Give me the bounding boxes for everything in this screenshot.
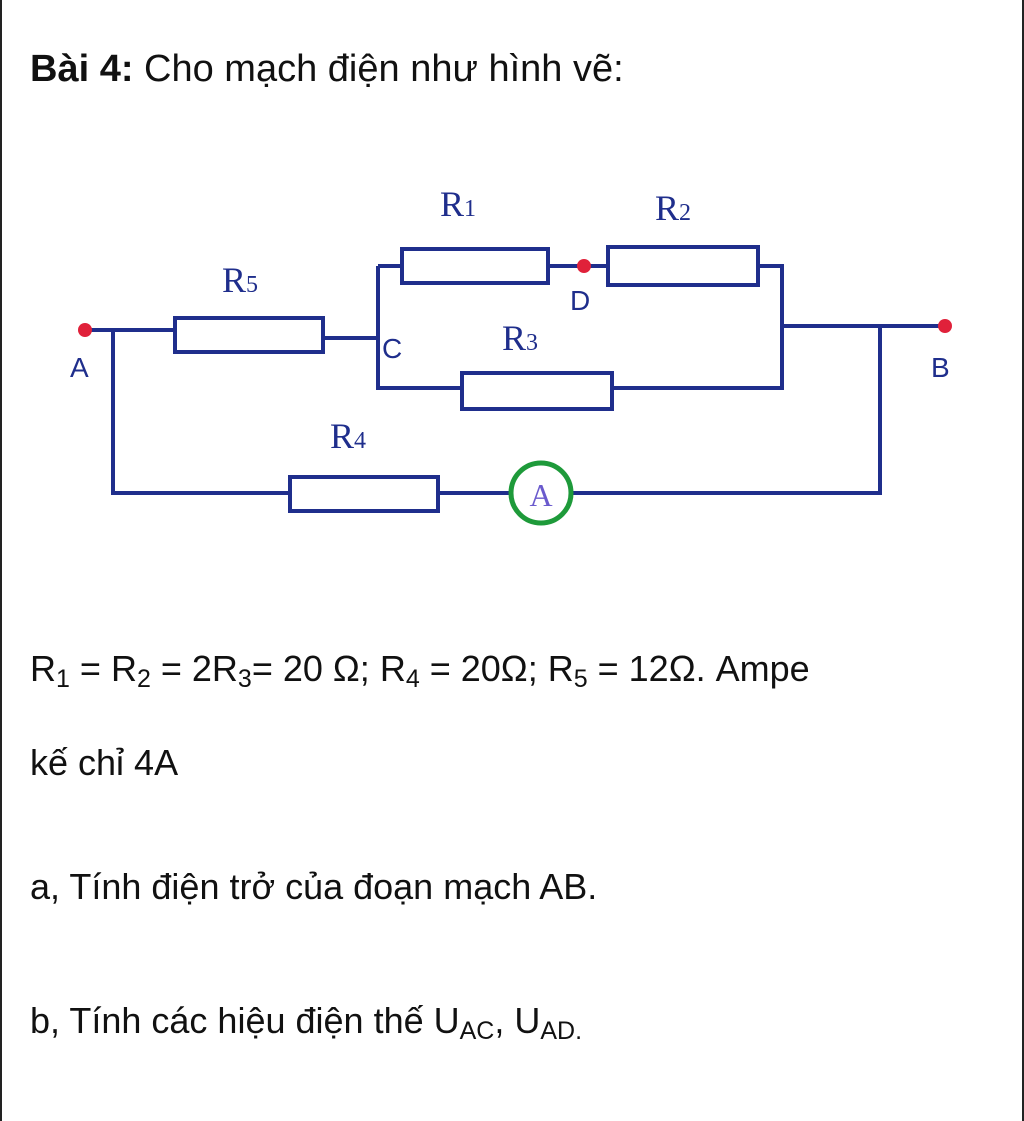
resistor-bodies: [173, 245, 760, 513]
left-border: [0, 0, 2, 1121]
given-continuation: kế chỉ 4A: [30, 742, 179, 783]
problem-label: Bài 4:: [30, 48, 134, 90]
node-b-dot: [938, 319, 952, 333]
node-d-label: D: [570, 285, 590, 316]
wire-c-branch: [376, 266, 462, 390]
node-d-dot: [577, 259, 591, 273]
node-dots: [78, 259, 952, 337]
given-values: R1 = R2 = 2R3= 20 Ω; R4 = 20Ω; R5 = 12Ω.…: [30, 648, 810, 693]
wire-a-r4: [111, 330, 290, 495]
r5-label: R5: [222, 260, 258, 300]
r3-label: R3: [502, 318, 538, 358]
r2-label: R2: [655, 188, 691, 228]
ammeter-label: A: [529, 477, 552, 513]
r5-body: [173, 316, 325, 354]
r2-body: [606, 245, 760, 287]
node-a-dot: [78, 323, 92, 337]
r4-body: [288, 475, 440, 513]
question-b: b, Tính các hiệu điện thế UAC, UAD.: [30, 1000, 583, 1045]
node-c-label: C: [382, 333, 402, 364]
ammeter-ring: [508, 460, 574, 526]
r1-body: [400, 247, 550, 285]
problem-title-text: Cho mạch điện như hình vẽ:: [133, 48, 624, 90]
r3-body: [460, 371, 614, 411]
node-a-label: A: [70, 352, 89, 383]
r1-label: R1: [440, 184, 476, 224]
question-a: a, Tính điện trở của đoạn mạch AB.: [30, 866, 598, 907]
wire-b-ammeter: [570, 326, 882, 495]
problem-title: Bài 4: Cho mạch điện như hình vẽ:: [30, 48, 624, 91]
right-border: [1022, 0, 1024, 1121]
r4-label: R4: [330, 416, 366, 456]
node-b-label: B: [931, 352, 950, 383]
circuit-diagram: A R1 R2 R5 R3 R4 A B C D: [70, 184, 952, 526]
